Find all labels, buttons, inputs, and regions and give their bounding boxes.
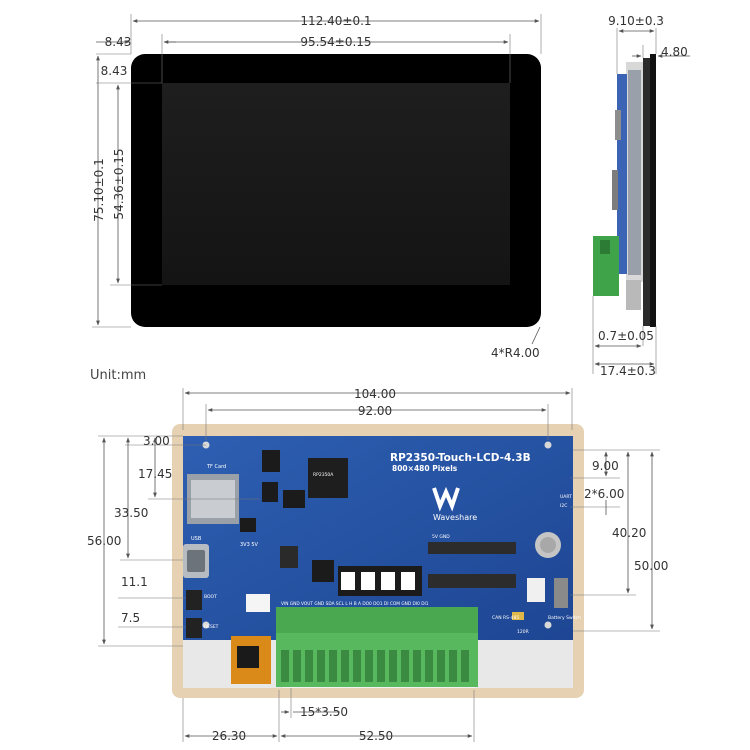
front-view: 112.40±0.1 95.54±0.15 8.43 8.43 75.10±0.… (92, 14, 542, 360)
dim-height-total: 75.10±0.1 (92, 158, 106, 222)
dim-depth-total: 17.4±0.3 (600, 364, 656, 378)
svg-text:RESET: RESET (204, 624, 219, 630)
board-view: Waveshare RP2350-Touch-LCD-4.3B 800×480 … (87, 387, 668, 743)
dim-left-3-00: 3.00 (143, 434, 170, 448)
svg-text:120R: 120R (517, 629, 529, 635)
dim-cover-glass: 0.7±0.05 (598, 329, 654, 343)
board-subtitle: 800×480 Pixels (392, 464, 458, 473)
svg-text:RP2350A: RP2350A (313, 472, 334, 478)
svg-text:BOOT: BOOT (204, 594, 217, 600)
dim-margin-left: 8.43 (105, 35, 132, 49)
dim-thickness-total: 9.10±0.3 (608, 14, 664, 28)
svg-text:5V GND: 5V GND (432, 534, 450, 540)
side-view: 9.10±0.3 4.80 0.7±0.05 17.4±0.3 (592, 14, 690, 378)
dim-left-17-45: 17.45 (138, 467, 172, 481)
corner-radius-note: 4*R4.00 (491, 346, 540, 360)
svg-text:I2C: I2C (560, 503, 567, 509)
svg-text:TF Card: TF Card (206, 464, 226, 470)
svg-text:Battery Switch: Battery Switch (548, 615, 581, 621)
svg-text:CAN RS-485: CAN RS-485 (492, 615, 519, 621)
dim-left-11-1: 11.1 (121, 575, 148, 589)
terminal-pin-labels: VIN GND VOUT GND SDA SCL L H B A DO0 DO1… (281, 601, 429, 607)
dim-right-9-00: 9.00 (592, 459, 619, 473)
reset-button (186, 618, 202, 638)
dim-bottom-26-30: 26.30 (212, 729, 246, 743)
fpc-connector (428, 542, 516, 554)
dim-margin-top: 8.43 (101, 64, 128, 78)
dim-thickness-panel: 4.80 (661, 45, 688, 59)
dim-height-active: 54.36±0.15 (112, 148, 126, 219)
unit-label: Unit:mm (90, 368, 146, 383)
dim-left-7-5: 7.5 (121, 611, 140, 625)
dim-board-width: 104.00 (354, 387, 396, 401)
dim-left-33-50: 33.50 (114, 506, 148, 520)
dim-bottom-52-50: 52.50 (359, 729, 393, 743)
waveshare-logo-icon: Waveshare (432, 486, 477, 522)
board-title: RP2350-Touch-LCD-4.3B (390, 452, 531, 464)
dim-hole-span: 92.00 (358, 404, 392, 418)
dim-right-40-20: 40.20 (612, 526, 646, 540)
dim-terminal-pitch: 15*3.50 (300, 705, 348, 719)
dim-width-active: 95.54±0.15 (300, 35, 371, 49)
dim-left-56-00: 56.00 (87, 534, 121, 548)
svg-text:3V3 5V: 3V3 5V (240, 542, 259, 548)
dim-right-50-00: 50.00 (634, 559, 668, 573)
svg-text:USB: USB (191, 536, 202, 542)
svg-text:Waveshare: Waveshare (433, 513, 477, 522)
rp2350-chip (308, 458, 348, 498)
svg-text:UART: UART (560, 494, 572, 500)
boot-button (186, 590, 202, 610)
dim-right-2x6-00: 2*6.00 (584, 487, 624, 501)
dim-width-total: 112.40±0.1 (300, 14, 371, 28)
lcd-active-area (162, 83, 510, 285)
